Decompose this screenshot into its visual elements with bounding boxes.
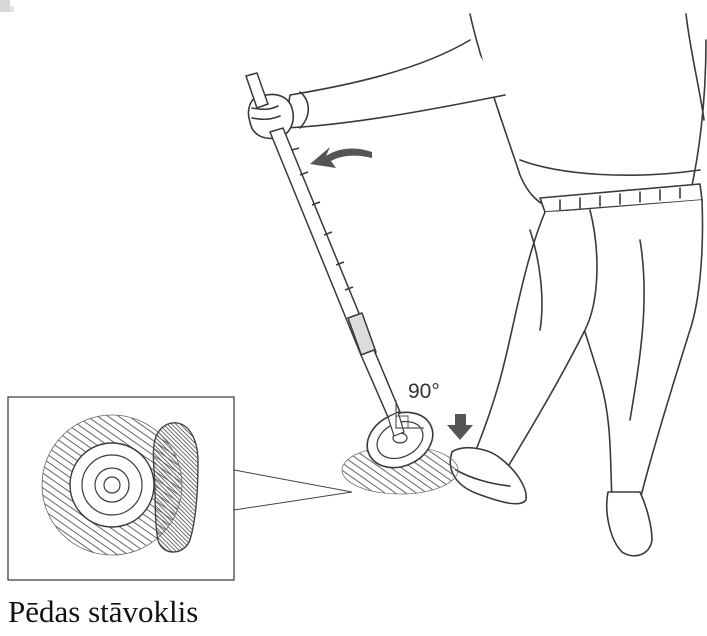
press-down-arrow-icon [447,414,473,440]
foot-position-caption: Pēdas stāvoklis [8,592,238,632]
shoe-sole-icon [153,423,198,552]
angle-label: 90° [408,381,440,403]
arm [285,40,505,128]
corner-mark [0,0,14,12]
front-leg [476,210,597,470]
rotate-arrow-icon [310,147,372,168]
person-figure [249,14,707,556]
back-shoe [607,492,652,556]
sweater [470,14,706,210]
foot-position-inset [8,397,352,580]
callout-lines [234,470,352,510]
mop-head [342,400,458,494]
